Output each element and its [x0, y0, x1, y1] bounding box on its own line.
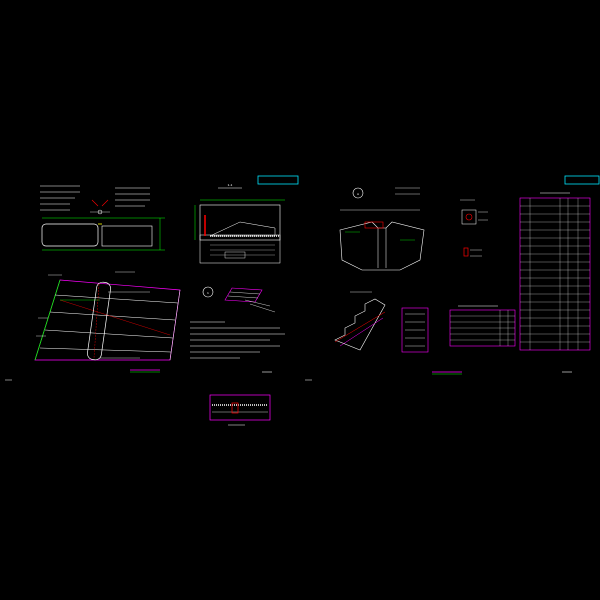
- stair-section-box: [401, 307, 429, 353]
- section-1-1-title: 1-1: [228, 183, 233, 187]
- bottom-detail: [209, 394, 271, 426]
- left-sheet-tag-box: [257, 175, 299, 185]
- detail-1-circle: [202, 286, 214, 298]
- detail-1-label: 1: [207, 291, 209, 295]
- section-frame: [199, 204, 281, 241]
- right-sheet: A: [334, 175, 600, 375]
- culvert-box-right: [101, 225, 153, 247]
- stair-detail: [334, 291, 429, 353]
- left-sheet: 1-1 1: [34, 175, 299, 373]
- material-table-frame: [519, 197, 591, 351]
- quantity-table-small: [449, 305, 516, 347]
- pipe-outline: [87, 281, 111, 361]
- section-1-1: 1-1: [194, 183, 285, 264]
- rebar-detail: [460, 199, 488, 257]
- detail-a: A: [339, 187, 425, 271]
- right-sheet-tag-box: [564, 175, 600, 185]
- top-left-plan-view: [40, 185, 165, 251]
- main-plan-view: [34, 271, 181, 361]
- detail-a-outline: [339, 221, 425, 271]
- detail-a-label: A: [357, 192, 360, 196]
- culvert-box-left: [41, 223, 99, 247]
- notes-block: [190, 321, 285, 359]
- stair-outline: [334, 298, 386, 351]
- detail-a-circle: [352, 187, 364, 199]
- bottom-detail-frame: [209, 394, 271, 421]
- material-table-large: [519, 192, 591, 351]
- plan-outline: [34, 279, 181, 361]
- detail-1: 1: [202, 286, 276, 313]
